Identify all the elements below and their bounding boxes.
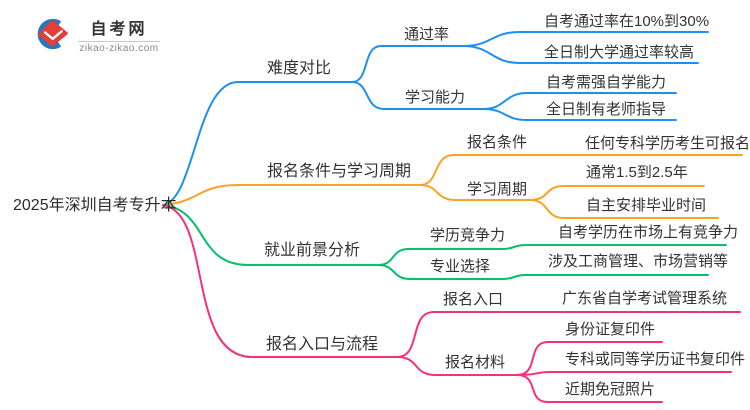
connector-line bbox=[419, 184, 531, 201]
connector-line bbox=[162, 81, 353, 206]
leaf-market-competitive[interactable]: 自考学历在市场上有竞争力 bbox=[558, 224, 739, 241]
connector-line bbox=[162, 204, 398, 358]
logo-divider bbox=[78, 40, 160, 42]
leaf-self-study-ability[interactable]: 自考需强自学能力 bbox=[546, 74, 667, 91]
branch-lines-enrollment-period bbox=[162, 154, 743, 219]
logo-domain: zikao-zikao.com bbox=[79, 42, 159, 54]
branch-lines-difficulty bbox=[162, 31, 709, 206]
connector-line bbox=[516, 341, 663, 376]
node-study-ability[interactable]: 学习能力 bbox=[405, 89, 466, 106]
connector-line bbox=[396, 356, 518, 376]
leaf-guangdong-system[interactable]: 广东省自学考试管理系统 bbox=[562, 290, 728, 307]
connector-line bbox=[351, 81, 484, 110]
connector-line bbox=[162, 204, 379, 266]
node-enroll-conditions[interactable]: 报名条件 bbox=[467, 134, 528, 151]
logo-cap-fold bbox=[43, 30, 63, 41]
connector-line bbox=[396, 311, 741, 358]
leaf-usually-years[interactable]: 通常1.5到2.5年 bbox=[586, 164, 688, 181]
leaf-any-diploma-can-enroll[interactable]: 任何专科学历考生可报名 bbox=[585, 135, 750, 152]
connector-line bbox=[162, 184, 421, 206]
leaf-flexible-graduation[interactable]: 自主安排毕业时间 bbox=[586, 197, 707, 214]
branch-career-outlook[interactable]: 就业前景分析 bbox=[264, 242, 361, 259]
leaf-majors-list[interactable]: 涉及工商管理、市场营销等 bbox=[548, 253, 729, 270]
node-degree-competitiveness[interactable]: 学历竞争力 bbox=[430, 227, 506, 244]
connector-line bbox=[516, 371, 732, 376]
connector-line bbox=[482, 108, 677, 121]
connector-line bbox=[529, 199, 719, 219]
root-topic[interactable]: 2025年深圳自考专升本 bbox=[13, 197, 177, 214]
connector-line bbox=[462, 45, 699, 64]
branch-lines-career bbox=[162, 204, 727, 280]
connector-line bbox=[419, 154, 743, 186]
branch-lines-registration bbox=[162, 204, 741, 403]
connector-line bbox=[351, 45, 464, 83]
branch-registration-process[interactable]: 报名入口与流程 bbox=[266, 336, 379, 353]
logo-cap bbox=[38, 20, 68, 47]
leaf-diploma-copy[interactable]: 专科或同等学历证书复印件 bbox=[565, 351, 746, 368]
node-registration-portal[interactable]: 报名入口 bbox=[443, 291, 504, 308]
leaf-photo[interactable]: 近期免冠照片 bbox=[565, 381, 656, 398]
leaf-fulltime-pass-rate[interactable]: 全日制大学通过率较高 bbox=[544, 44, 695, 61]
graduation-cap-logo-icon bbox=[37, 18, 68, 50]
logo-title: 自考网 bbox=[90, 20, 148, 38]
node-study-period[interactable]: 学习周期 bbox=[467, 181, 528, 198]
branch-enrollment-period[interactable]: 报名条件与学习周期 bbox=[267, 163, 412, 180]
node-major-choice[interactable]: 专业选择 bbox=[430, 258, 491, 275]
connector-line bbox=[462, 31, 709, 47]
branch-difficulty[interactable]: 难度对比 bbox=[267, 60, 332, 77]
connector-line bbox=[529, 185, 705, 201]
site-logo: 自考网 zikao-zikao.com bbox=[28, 12, 160, 56]
leaf-id-copy[interactable]: 身份证复印件 bbox=[565, 321, 656, 338]
connector-line bbox=[377, 264, 709, 280]
node-pass-rate[interactable]: 通过率 bbox=[404, 26, 450, 43]
connector-line bbox=[516, 374, 663, 403]
leaf-selfexam-pass-rate[interactable]: 自考通过率在10%到30% bbox=[544, 13, 710, 30]
leaf-teacher-guidance[interactable]: 全日制有老师指导 bbox=[546, 101, 667, 118]
node-registration-materials[interactable]: 报名材料 bbox=[445, 354, 506, 371]
connector-line bbox=[377, 244, 727, 266]
